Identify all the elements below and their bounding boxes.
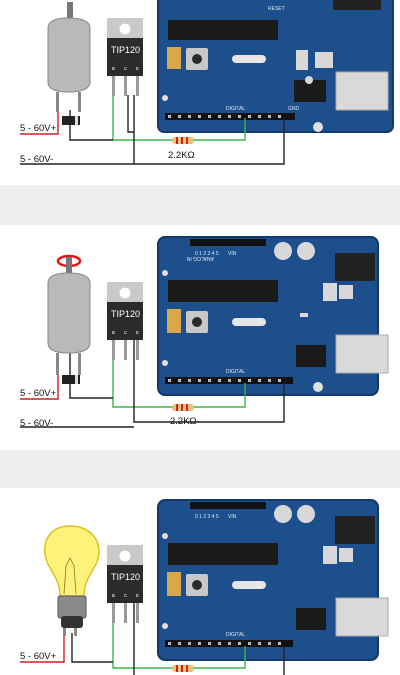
supply-positive-label: 5 - 60V+: [20, 123, 57, 134]
transistor-icon: TIP120 B C E: [107, 18, 143, 96]
capacitor-icon: [274, 505, 292, 523]
usb-port: [335, 597, 389, 637]
ground-wire: [133, 95, 285, 165]
circuit-panel-1: DIGITAL RESET GND TIP120 B C E: [0, 0, 400, 185]
resistor-icon: [172, 665, 194, 672]
resistor-label: 2.2KΩ: [168, 150, 195, 161]
usb-port: [335, 334, 389, 374]
arduino-board: DIGITAL RESET GND: [157, 0, 394, 133]
svg-text:E: E: [136, 66, 139, 71]
svg-text:0 1 2 3 4 5: 0 1 2 3 4 5: [195, 514, 219, 520]
positive-wire: [20, 110, 59, 135]
crystal-icon: [232, 55, 266, 63]
digital-label: DIGITAL: [226, 369, 245, 375]
svg-text:VIN: VIN: [228, 251, 237, 257]
motor-wire: [69, 353, 113, 399]
positive-wire: [20, 633, 65, 663]
digital-label: DIGITAL: [226, 106, 245, 112]
svg-text:B: B: [112, 593, 115, 598]
svg-text:B: B: [112, 330, 115, 335]
svg-text:ANALOG IN: ANALOG IN: [186, 255, 214, 261]
transistor-label: TIP120: [111, 309, 140, 319]
reset-label: RESET: [268, 6, 285, 12]
transistor-icon: TIP120 B C E: [107, 545, 143, 623]
supply-negative-label: 5 - 60V-: [20, 154, 53, 165]
power-jack: [335, 516, 375, 544]
svg-text:C: C: [124, 593, 128, 598]
usb-port: [335, 71, 389, 111]
motor-spinning-icon: [47, 254, 91, 375]
svg-text:VIN: VIN: [228, 514, 237, 520]
digital-label: DIGITAL: [226, 632, 245, 638]
microcontroller-chip: [168, 280, 278, 302]
svg-text:C: C: [124, 66, 128, 71]
resistor-icon: [172, 137, 194, 144]
circuit-diagram-2: ANALOG IN 0 1 2 3 4 5 VIN DIGITAL: [20, 236, 389, 429]
circuit-diagram-1: DIGITAL RESET GND TIP120 B C E: [20, 0, 394, 165]
circuit-diagram-3: 0 1 2 3 4 5 VIN DIGITAL: [20, 499, 389, 675]
power-jack: [335, 253, 375, 281]
resistor-icon: [172, 404, 194, 411]
transistor-icon: TIP120 B C E: [107, 282, 143, 360]
analog-header: [190, 502, 266, 509]
supply-positive-label: 5 - 60V+: [20, 388, 57, 399]
circuit-panel-3: 0 1 2 3 4 5 VIN DIGITAL: [0, 488, 400, 675]
resistor-label: 2.2KΩ: [170, 416, 197, 427]
svg-text:E: E: [136, 593, 139, 598]
analog-header: [190, 239, 266, 246]
circuit-panel-2: ANALOG IN 0 1 2 3 4 5 VIN DIGITAL: [0, 225, 400, 450]
svg-text:C: C: [124, 330, 128, 335]
bulb-wire: [71, 633, 113, 663]
microcontroller-chip: [168, 543, 278, 565]
svg-text:B: B: [112, 66, 115, 71]
ground-wire: [133, 337, 285, 423]
capacitor-icon: [274, 242, 292, 260]
motor-icon: [47, 2, 91, 112]
svg-text:E: E: [136, 330, 139, 335]
power-jack: [333, 0, 381, 10]
svg-text:0 1 2 3 4 5: 0 1 2 3 4 5: [195, 251, 219, 257]
gnd-label: GND: [288, 106, 300, 112]
microcontroller-chip: [168, 20, 278, 40]
arduino-board: ANALOG IN 0 1 2 3 4 5 VIN DIGITAL: [157, 236, 389, 396]
supply-negative-label: 5 - 60V-: [20, 418, 53, 429]
diode-icon: [62, 116, 80, 125]
arduino-board: 0 1 2 3 4 5 VIN DIGITAL: [157, 499, 389, 661]
transistor-label: TIP120: [111, 45, 140, 55]
light-bulb-icon: [44, 525, 100, 636]
supply-positive-label: 5 - 60V+: [20, 651, 57, 662]
diode-icon: [62, 375, 80, 384]
transistor-label: TIP120: [111, 572, 140, 582]
